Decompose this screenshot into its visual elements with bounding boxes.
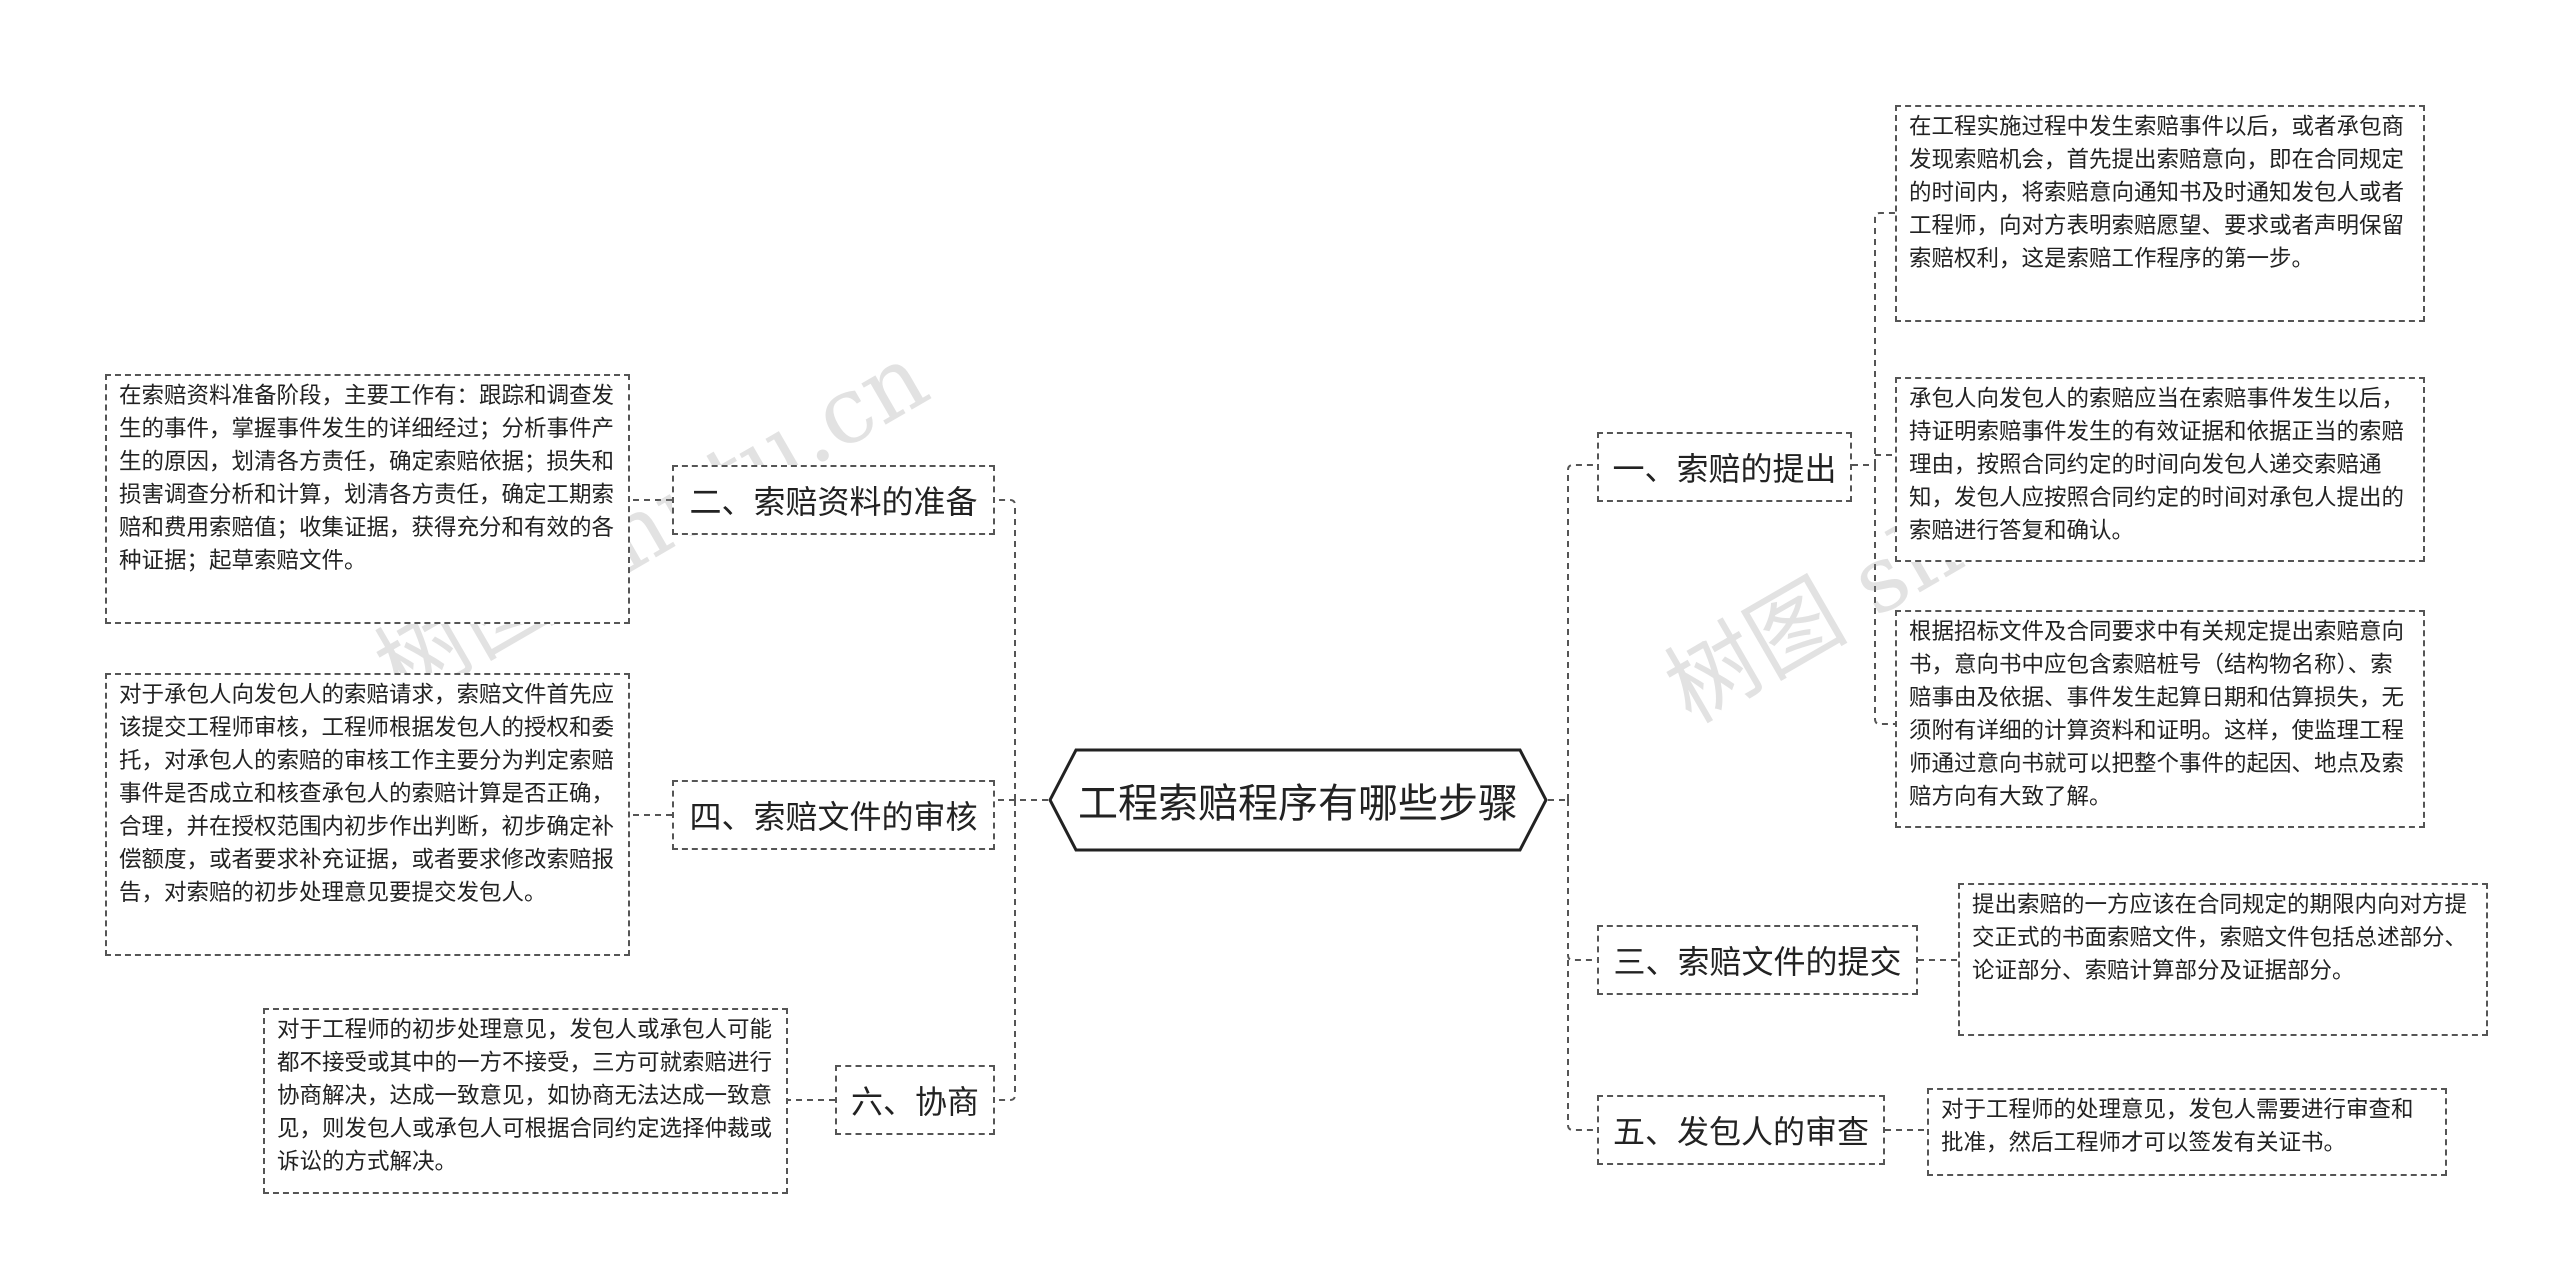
branch-employer-review[interactable]: 五、发包人的审查 (1597, 1095, 1885, 1165)
leaf-employer-review-1[interactable]: 对于工程师的处理意见，发包人需要进行审查和批准，然后工程师才可以签发有关证书。 (1927, 1088, 2447, 1176)
root-node[interactable]: 工程索赔程序有哪些步骤 (1048, 748, 1548, 852)
root-title: 工程索赔程序有哪些步骤 (1078, 781, 1518, 827)
leaf-claim-submission-3[interactable]: 根据招标文件及合同要求中有关规定提出索赔意向书，意向书中应包含索赔桩号（结构物名… (1895, 610, 2425, 828)
leaf-claim-document-submit-1[interactable]: 提出索赔的一方应该在合同规定的期限内向对方提交正式的书面索赔文件，索赔文件包括总… (1958, 883, 2488, 1036)
branch-claim-document-audit[interactable]: 四、索赔文件的审核 (672, 780, 995, 850)
leaf-claim-submission-1[interactable]: 在工程实施过程中发生索赔事件以后，或者承包商发现索赔机会，首先提出索赔意向，即在… (1895, 105, 2425, 322)
leaf-claim-materials-1[interactable]: 在索赔资料准备阶段，主要工作有：跟踪和调查发生的事件，掌握事件发生的详细经过；分… (105, 374, 630, 624)
leaf-negotiation-1[interactable]: 对于工程师的初步处理意见，发包人或承包人可能都不接受或其中的一方不接受，三方可就… (263, 1008, 788, 1194)
leaf-claim-document-audit-1[interactable]: 对于承包人向发包人的索赔请求，索赔文件首先应该提交工程师审核，工程师根据发包人的… (105, 673, 630, 956)
branch-claim-submission[interactable]: 一、索赔的提出 (1597, 432, 1852, 502)
branch-claim-materials[interactable]: 二、索赔资料的准备 (672, 465, 995, 535)
leaf-claim-submission-2[interactable]: 承包人向发包人的索赔应当在索赔事件发生以后，持证明索赔事件发生的有效证据和依据正… (1895, 377, 2425, 562)
branch-negotiation[interactable]: 六、协商 (835, 1065, 995, 1135)
branch-claim-document-submit[interactable]: 三、索赔文件的提交 (1597, 925, 1918, 995)
root-hexagon-shape (1048, 748, 1548, 852)
